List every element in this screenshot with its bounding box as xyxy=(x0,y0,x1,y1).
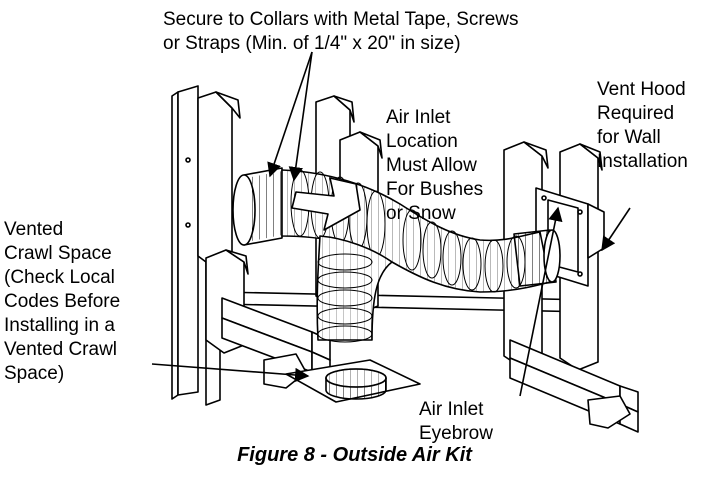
label-line: or Snow xyxy=(386,203,456,224)
label-line: Vent Hood xyxy=(597,79,686,100)
label-line: Vented xyxy=(4,219,64,240)
label-air-inlet-eyebrow: Air Inlet Eyebrow xyxy=(419,398,493,446)
label-line: Space) xyxy=(4,363,65,384)
label-line: or Straps (Min. of 1/4" x 20" in size) xyxy=(163,33,461,54)
leader-secure-1 xyxy=(267,51,313,178)
label-line: Crawl Space xyxy=(4,243,112,264)
leader-eyebrow xyxy=(519,206,563,397)
figure-caption: Figure 8 - Outside Air Kit xyxy=(237,444,472,466)
label-line: (Check Local xyxy=(4,267,115,288)
label-line: Vented Crawl xyxy=(4,339,118,360)
label-line: Air Inlet xyxy=(386,107,451,128)
flexible-duct-branch xyxy=(316,235,393,343)
floor-collar xyxy=(285,359,421,403)
left-wall-framing xyxy=(171,85,221,406)
label-line: for Wall xyxy=(597,127,661,148)
label-air-inlet-location: Air Inlet Location Must Allow For Bushes… xyxy=(386,106,483,226)
label-line: Air Inlet xyxy=(419,399,484,420)
left-duct-collar xyxy=(232,167,283,246)
label-line: Must Allow xyxy=(386,155,477,176)
label-line: Installation xyxy=(597,151,688,172)
leader-crawl-space xyxy=(151,363,310,383)
label-secure-collars: Secure to Collars with Metal Tape, Screw… xyxy=(163,8,519,56)
label-line: For Bushes xyxy=(386,179,484,200)
leader-vent-hood xyxy=(601,207,631,252)
label-line: Required xyxy=(597,103,675,124)
airflow-arrow xyxy=(291,177,361,231)
label-line: Location xyxy=(386,131,458,152)
label-line: Secure to Collars with Metal Tape, Screw… xyxy=(163,9,519,30)
label-vented-crawl-space: Vented Crawl Space (Check Local Codes Be… xyxy=(4,218,120,386)
label-line: Eyebrow xyxy=(419,423,493,444)
label-line: Installing in a xyxy=(4,315,115,336)
label-vent-hood: Vent Hood Required for Wall Installation xyxy=(597,78,688,174)
sill-right-front xyxy=(509,339,639,433)
label-line: Codes Before xyxy=(4,291,121,312)
leader-secure-2 xyxy=(288,51,313,182)
